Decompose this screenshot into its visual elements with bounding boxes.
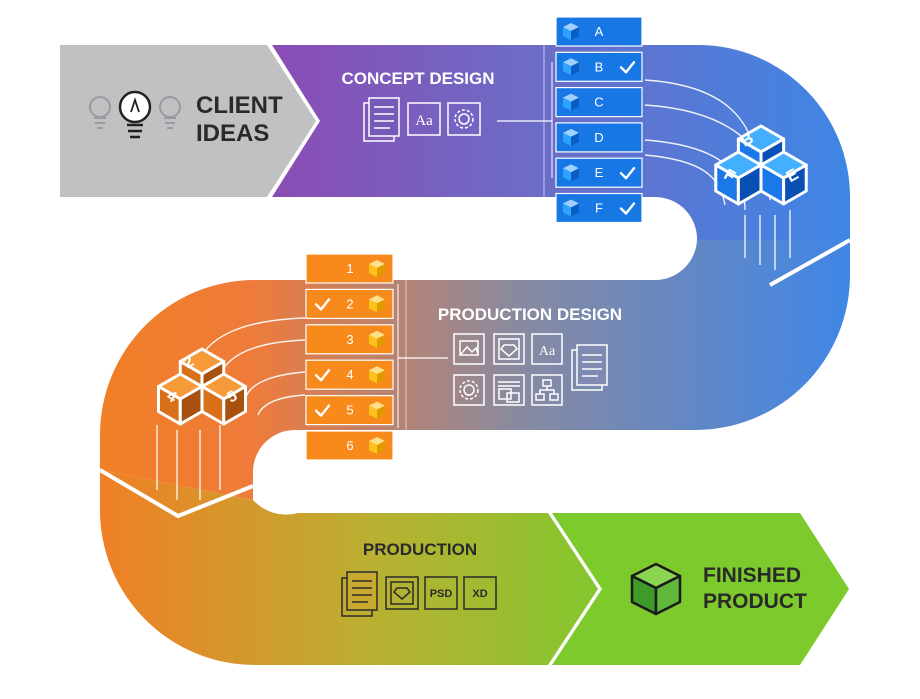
check-icon bbox=[619, 167, 636, 180]
client-ideas-title-line1: CLIENT bbox=[196, 92, 283, 119]
stack-cube: 4 bbox=[157, 372, 204, 426]
finished-product-title-line2: PRODUCT bbox=[703, 590, 807, 613]
production-item-label: 5 bbox=[346, 403, 353, 418]
concept-item-f[interactable]: F bbox=[555, 192, 643, 224]
psd-file-icon: PSD bbox=[424, 576, 458, 610]
concept-design-title: CONCEPT DESIGN bbox=[341, 69, 494, 88]
stack-cube: F bbox=[714, 150, 763, 206]
cube-icon bbox=[563, 23, 579, 40]
xd-file-label: XD bbox=[472, 588, 487, 600]
concept-item-label: C bbox=[594, 95, 603, 110]
cube-icon bbox=[563, 93, 579, 111]
concept-item-c[interactable]: C bbox=[555, 86, 643, 118]
production-item-label: 6 bbox=[346, 438, 353, 453]
stack-cube: 5 bbox=[200, 372, 247, 426]
lightbulb-icon bbox=[118, 90, 152, 139]
production-item-6[interactable]: 6 bbox=[305, 430, 394, 461]
cube-icon bbox=[369, 366, 385, 384]
check-icon bbox=[619, 202, 636, 215]
concept-item-label: E bbox=[595, 165, 604, 180]
gear-icon bbox=[447, 102, 481, 136]
production-item-label: 1 bbox=[346, 261, 353, 276]
document-list-icon bbox=[341, 571, 378, 617]
client-ideas-title-line2: IDEAS bbox=[196, 120, 269, 147]
concept-item-b[interactable]: B bbox=[555, 51, 643, 82]
image-icon bbox=[453, 333, 485, 365]
sketch-icon bbox=[385, 576, 419, 610]
psd-file-label: PSD bbox=[430, 588, 453, 600]
divider-right bbox=[769, 238, 851, 287]
production-item-1[interactable]: 1 bbox=[305, 253, 394, 284]
typography-icon-glyph: Aa bbox=[415, 113, 433, 129]
concept-item-label: A bbox=[595, 24, 604, 39]
production-item-5[interactable]: 5 bbox=[305, 395, 394, 426]
cube-icon bbox=[369, 401, 385, 419]
concept-item-label: B bbox=[595, 59, 604, 74]
document-list-icon bbox=[363, 97, 400, 142]
check-icon bbox=[314, 404, 331, 417]
sketch-icon bbox=[493, 333, 525, 365]
divider-left bbox=[98, 468, 254, 519]
cube-icon bbox=[563, 199, 579, 217]
production-title: PRODUCTION bbox=[363, 540, 477, 559]
lightbulb-icons bbox=[89, 90, 181, 139]
lightbulb-icon bbox=[159, 96, 181, 129]
xd-file-icon: XD bbox=[463, 576, 497, 610]
client-ideas-band bbox=[60, 45, 316, 197]
check-icon bbox=[314, 298, 331, 311]
typography-icon: Aa bbox=[407, 102, 441, 136]
check-icon bbox=[314, 369, 331, 382]
typography-icon-glyph: Aa bbox=[539, 344, 556, 359]
concept-item-a[interactable]: A bbox=[555, 16, 643, 47]
check-icon bbox=[619, 61, 636, 74]
concept-item-label: F bbox=[595, 201, 603, 216]
lightbulb-icon bbox=[89, 96, 111, 129]
production-item-label: 3 bbox=[346, 332, 353, 347]
concept-item-d[interactable]: D bbox=[555, 122, 643, 153]
cube-icon bbox=[563, 58, 579, 76]
production-design-band bbox=[100, 240, 850, 500]
sitemap-icon bbox=[531, 374, 563, 406]
gear-icon bbox=[453, 374, 485, 406]
stack-cube: E bbox=[759, 150, 808, 206]
layout-icon bbox=[493, 374, 525, 406]
concept-item-list: A B C D E F bbox=[555, 16, 643, 224]
production-band bbox=[100, 470, 598, 665]
green-cube-icon bbox=[630, 562, 682, 616]
production-design-title: PRODUCTION DESIGN bbox=[438, 305, 622, 324]
concept-item-e[interactable]: E bbox=[555, 157, 643, 188]
cube-icon bbox=[369, 260, 385, 277]
finished-product-title-line1: FINISHED bbox=[703, 564, 801, 587]
typography-icon: Aa bbox=[531, 333, 563, 365]
concept-item-label: D bbox=[594, 130, 603, 145]
cube-icon bbox=[369, 437, 385, 454]
production-item-list: 1 2 3 4 5 6 bbox=[305, 253, 394, 461]
cube-icon bbox=[369, 330, 385, 348]
finished-product-band bbox=[552, 513, 849, 665]
production-item-label: 4 bbox=[346, 367, 353, 382]
production-item-4[interactable]: 4 bbox=[305, 359, 394, 390]
cube-icon bbox=[563, 164, 579, 182]
production-item-2[interactable]: 2 bbox=[305, 288, 394, 319]
production-item-label: 2 bbox=[346, 296, 353, 311]
cube-icon bbox=[563, 128, 579, 146]
document-list-icon bbox=[571, 344, 608, 391]
production-item-3[interactable]: 3 bbox=[305, 324, 394, 355]
cube-icon bbox=[369, 295, 385, 313]
